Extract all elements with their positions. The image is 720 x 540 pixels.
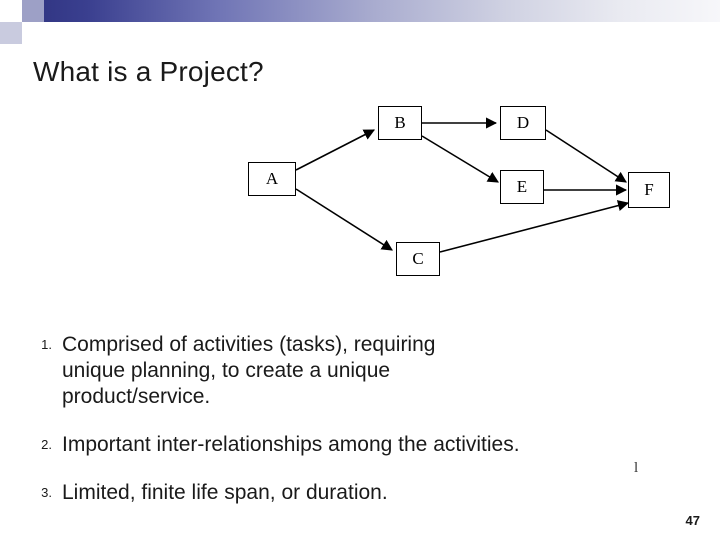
- diagram-edges: [295, 117, 630, 253]
- edge-a-b: [295, 129, 375, 171]
- project-network-diagram: A B C D E F: [0, 90, 720, 310]
- list-item-text: Limited, finite life span, or duration.: [62, 481, 388, 504]
- diagram-node-d: D: [500, 106, 546, 140]
- header-gradient-bar: [0, 0, 720, 22]
- diagram-node-f: F: [628, 172, 670, 208]
- diagram-node-e: E: [500, 170, 544, 204]
- header-decoration-band: [0, 0, 720, 44]
- page-number: 47: [685, 513, 700, 528]
- bullet-list: 1. Comprised of activities (tasks), requ…: [28, 332, 692, 528]
- edge-d-f: [545, 129, 627, 183]
- page-title: What is a Project?: [33, 56, 264, 87]
- diagram-node-a: A: [248, 162, 296, 196]
- stray-ink-mark: l: [634, 460, 639, 476]
- list-item: 3. Limited, finite life span, or duratio…: [28, 480, 692, 506]
- header-square-pale-blue: [0, 22, 22, 44]
- header-square-mid-blue: [22, 0, 44, 22]
- list-item-text: Comprised of activities (tasks), requiri…: [62, 333, 436, 408]
- list-item: 2. Important inter-relationships among t…: [28, 432, 692, 458]
- header-square-white-bottom-2: [44, 22, 66, 44]
- edge-b-e: [421, 135, 499, 183]
- list-item: 1. Comprised of activities (tasks), requ…: [28, 332, 692, 410]
- edge-a-c: [295, 188, 393, 251]
- header-square-white-top-left: [0, 0, 22, 22]
- diagram-node-c: C: [396, 242, 440, 276]
- list-item-number: 1.: [41, 337, 52, 352]
- header-square-white-bottom: [22, 22, 44, 44]
- edge-c-f: [439, 200, 630, 253]
- list-item-number: 3.: [41, 485, 52, 500]
- diagram-node-b: B: [378, 106, 422, 140]
- list-item-number: 2.: [41, 437, 52, 452]
- list-item-text: Important inter-relationships among the …: [62, 433, 520, 456]
